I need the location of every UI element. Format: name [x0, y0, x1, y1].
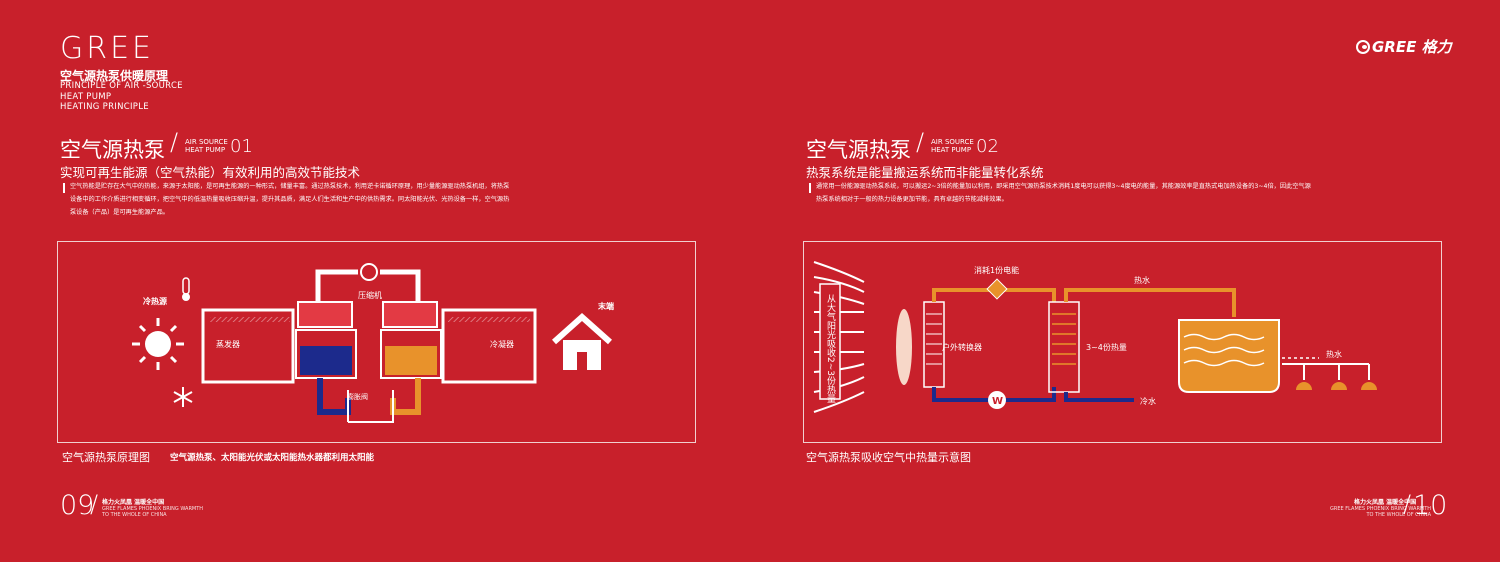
left-caption: 空气源热泵原理图: [62, 451, 150, 464]
sun-icon: [132, 318, 184, 370]
hot-water-pipe: [1064, 288, 1236, 317]
right-section-title: 空气源热泵: [806, 138, 911, 162]
hot-water-label: 热水: [1134, 275, 1150, 285]
right-paragraph-bar: [809, 183, 811, 193]
right-page-number: 10: [1413, 490, 1448, 521]
condenser-coil: [441, 308, 537, 384]
left-section-tag: AIR SOURCE HEAT PUMP: [185, 138, 228, 154]
left-caption-bold: 空气源热泵、太阳能光伏或太阳能热水器都利用太阳能: [170, 453, 375, 463]
hot-pipe: [390, 378, 421, 415]
right-footer-en: GREE FLAMES PHOENIX BRING WARMTH TO THE …: [1330, 506, 1432, 518]
brand-subtitle-cn: 空气源热泵供暖原理: [60, 69, 169, 83]
right-paragraph: 通常用一份能源驱动热泵系统，可以搬运2~3倍的能量加以利用，即采用空气源热泵技术…: [816, 183, 1311, 203]
heat-amount-label: 3~4份热量: [1086, 342, 1127, 352]
power-label: 消耗1份电能: [974, 265, 1019, 275]
left-page-number: 09: [60, 490, 95, 521]
right-diagram-frame: [803, 241, 1442, 443]
hot-water-out-label: 热水: [1326, 349, 1342, 359]
shower-heads: [1282, 363, 1377, 390]
right-section-number: 02: [976, 136, 999, 157]
heat-pump-principle-diagram: 冷热源 蒸发器 冷凝器 压缩机 膨胀阀: [132, 263, 614, 423]
top-refrigerant-loop: [315, 269, 421, 302]
gree-logo-icon: [1356, 39, 1370, 54]
brand-subtitle-en: PRINCIPLE OF AIR -SOURCE HEAT PUMP HEATI…: [60, 81, 183, 112]
outdoor-exchanger-label: 户外转换器: [942, 342, 982, 352]
left-paragraph: 空气热能是贮存在大气中的热能，来源于太阳能，是可再生能源的一种形式，储量丰富。通…: [70, 183, 510, 216]
left-title-divider: /: [170, 128, 179, 156]
compressor-label: 压缩机: [358, 290, 382, 300]
water-heat-exchanger: [1048, 301, 1080, 393]
right-page-divider: /: [1403, 490, 1412, 518]
cold-water-pipe: [1064, 392, 1134, 402]
power-icon: [986, 278, 1008, 300]
gree-logo: GREE 格力: [1356, 36, 1452, 57]
thermometer-icon: [182, 277, 190, 301]
right-section-tag: AIR SOURCE HEAT PUMP: [931, 138, 974, 154]
left-footer-en: GREE FLAMES PHOENIX BRING WARMTH TO THE …: [102, 506, 204, 518]
right-caption: 空气源热泵吸收空气中热量示意图: [806, 451, 971, 464]
pump-icon: [988, 391, 1006, 409]
cold-water-label: 冷水: [1140, 396, 1156, 406]
house-icon: [552, 312, 612, 370]
condenser-label: 冷凝器: [490, 339, 514, 349]
evaporator-coil: [201, 308, 295, 384]
left-subheading: 实现可再生能源（空气热能）有效利用的高效节能技术: [60, 165, 361, 180]
condenser-tank: [380, 301, 442, 379]
absorb-label-box: [819, 283, 841, 400]
right-title-divider: /: [916, 128, 925, 156]
cold-source-label: 冷热源: [143, 296, 167, 306]
snowflake-icon: [173, 387, 193, 407]
left-paragraph-bar: [63, 183, 65, 193]
pump-icon-label: W: [992, 396, 1003, 407]
evaporator-tank: [295, 301, 357, 379]
left-section-number: 01: [230, 136, 253, 157]
right-footer-cn: 格力火凤凰 温暖全中国: [1354, 499, 1417, 506]
right-subheading: 热泵系统是能量搬运系统而非能量转化系统: [806, 165, 1044, 180]
expansion-valve-label: 膨胀阀: [347, 392, 368, 401]
cold-pipe: [317, 378, 351, 415]
left-footer-cn: 格力火凤凰 温暖全中国: [102, 499, 165, 506]
evaporator-label: 蒸发器: [216, 339, 240, 349]
fan-icon: [896, 309, 912, 385]
terminal-label: 末端: [598, 301, 614, 311]
absorb-label: 从大气阳光吸收2~3份热量: [825, 294, 836, 403]
brand-title: GREE: [60, 31, 155, 66]
left-diagram-frame: [57, 241, 696, 443]
water-tank: [1178, 319, 1280, 393]
left-page-divider: /: [90, 490, 99, 518]
compressor-icon: [360, 263, 378, 281]
left-section-title: 空气源热泵: [60, 138, 165, 162]
heat-absorption-diagram: 从大气阳光吸收2~3份热量 户外转换器 消耗1份电能 W 3~4份热量: [813, 261, 1377, 413]
